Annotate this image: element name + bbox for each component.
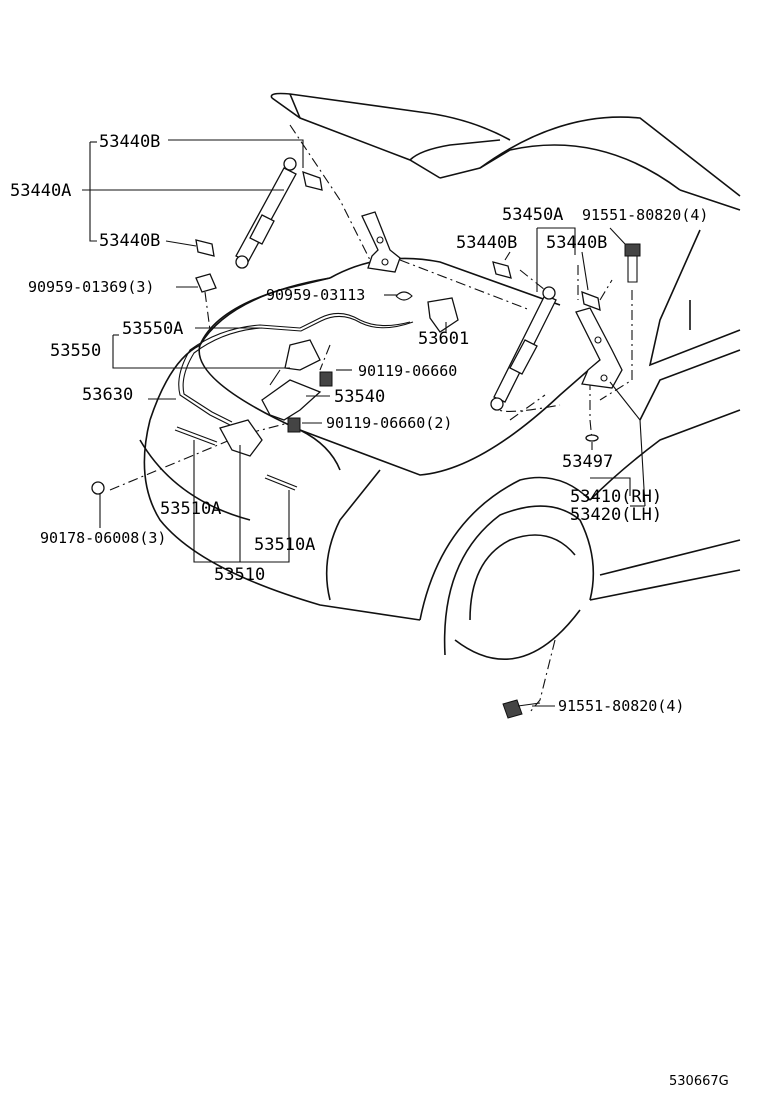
label-53550: 53550 (50, 341, 101, 361)
label-53540: 53540 (334, 387, 385, 407)
label-53420-lh: 53420(LH) (570, 505, 662, 525)
bolt-bottom (502, 699, 541, 719)
leader-lines (82, 139, 646, 707)
label-53450a: 53450A (502, 205, 563, 225)
cable-clip-90959-03113 (395, 291, 413, 301)
label-90119-06660: 90119-06660 (358, 362, 457, 380)
label-53510a-left: 53510A (160, 499, 221, 519)
label-53601: 53601 (418, 329, 469, 349)
label-90959-03113: 90959-03113 (266, 286, 365, 304)
part-labels: 53440B 53440A 53440B 90959-01369(3) 9095… (10, 132, 729, 1089)
label-53410-rh: 53410(RH) (570, 487, 662, 507)
label-53440b-top: 53440B (99, 132, 160, 152)
hood-support-rod-left (195, 157, 323, 269)
hood-release-cable (178, 312, 411, 426)
label-53550a: 53550A (122, 319, 183, 339)
label-91551-80820-bottom: 91551-80820(4) (558, 697, 684, 715)
label-53630: 53630 (82, 385, 133, 405)
label-90178-06008: 90178-06008(3) (40, 529, 166, 547)
bolt-90119-upper (319, 371, 333, 387)
bolt-top-right (624, 243, 641, 283)
hood-stopper (585, 434, 599, 442)
clip-90178 (91, 481, 105, 495)
figure-code: 530667G (669, 1074, 729, 1089)
hood-lock-assembly (219, 419, 263, 457)
label-53440b-right: 53440B (546, 233, 607, 253)
assembly-lines (109, 124, 633, 713)
label-91551-80820-top: 91551-80820(4) (582, 206, 708, 224)
bolt-90119-lower (287, 417, 301, 433)
label-53510: 53510 (214, 565, 265, 585)
label-53440a: 53440A (10, 181, 71, 201)
label-53497: 53497 (562, 452, 613, 472)
hood-lock-spring-right (264, 477, 296, 491)
hood-lock-support (427, 297, 459, 333)
parts (91, 157, 641, 719)
label-90119-06660-2: 90119-06660(2) (326, 414, 452, 432)
hood-hinge-right (575, 307, 623, 389)
label-90959-01369: 90959-01369(3) (28, 278, 154, 296)
hood-hinge-left (361, 211, 401, 273)
hood-support-rod-right (490, 261, 601, 411)
label-53510a-right: 53510A (254, 535, 315, 555)
label-53440b-left: 53440B (99, 231, 160, 251)
hood-lock-spring-left (174, 429, 216, 446)
clip-90959-01369 (195, 273, 217, 293)
hood-lock-lever (261, 379, 322, 421)
hood-lock-control (284, 339, 321, 371)
vehicle-body-outline (139, 92, 741, 661)
label-53440b-mid: 53440B (456, 233, 517, 253)
